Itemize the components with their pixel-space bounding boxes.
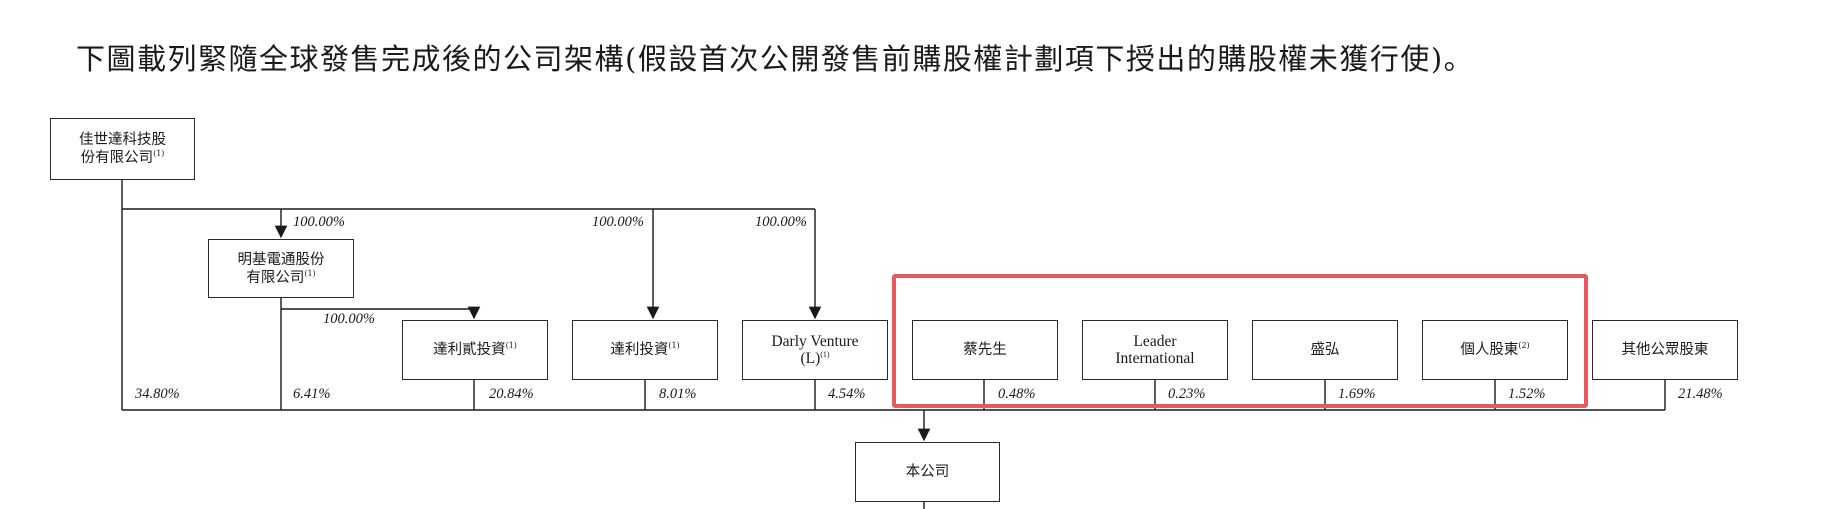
pct-qisda-direct: 34.80%	[135, 386, 180, 402]
pct-individual: 1.52%	[1508, 386, 1546, 402]
pct-dali: 8.01%	[659, 386, 697, 402]
pct-qisda-to-darly: 100.00%	[755, 214, 807, 230]
individual-box: 個人股東(2)	[1422, 320, 1568, 380]
benq-box: 明基電通股份有限公司(1)	[208, 239, 354, 298]
shenghong-box: 盛弘	[1252, 320, 1398, 380]
page-heading: 下圖載列緊隨全球發售完成後的公司架構(假設首次公開發售前購股權計劃項下授出的購股…	[76, 42, 1475, 76]
highlight-frame	[892, 274, 1588, 408]
public-box: 其他公眾股東	[1592, 320, 1738, 380]
pct-public: 21.48%	[1678, 386, 1723, 402]
pct-shenghong: 1.69%	[1338, 386, 1376, 402]
darly-box: Darly Venture(L)(1)	[742, 320, 888, 380]
pct-dalishi: 20.84%	[489, 386, 534, 402]
pct-benq-direct: 6.41%	[293, 386, 331, 402]
cai-box: 蔡先生	[912, 320, 1058, 380]
pct-leader: 0.23%	[1168, 386, 1206, 402]
pct-qisda-to-benq: 100.00%	[293, 214, 345, 230]
company-box: 本公司	[855, 442, 1000, 502]
dalishi-box: 達利貳投資(1)	[402, 320, 548, 380]
pct-benq-to-dalishi: 100.00%	[323, 311, 375, 327]
pct-darly: 4.54%	[828, 386, 866, 402]
dali-box: 達利投資(1)	[572, 320, 718, 380]
pct-cai: 0.48%	[998, 386, 1036, 402]
pct-qisda-to-dali: 100.00%	[592, 214, 644, 230]
qisda-box: 佳世達科技股份有限公司(1)	[50, 118, 195, 180]
